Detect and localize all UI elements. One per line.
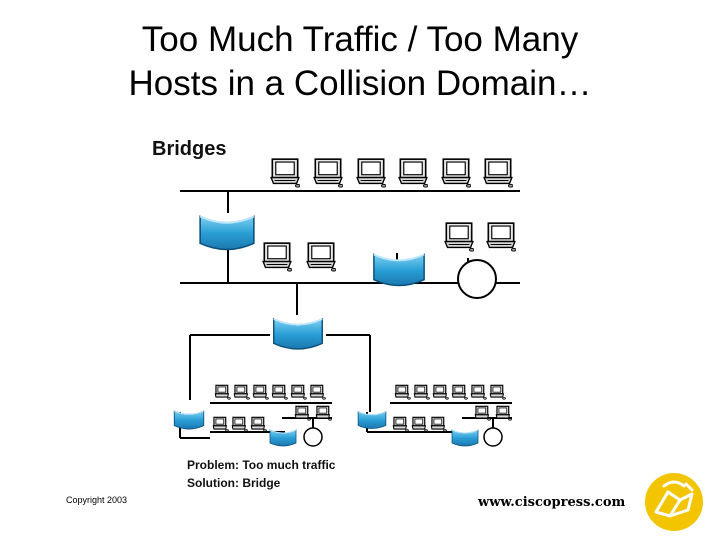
pc-icon [214, 384, 231, 400]
diagram-heading: Bridges [152, 138, 226, 160]
token-ring-bottom-right [483, 427, 503, 447]
slide-title-line-2: Hosts in a Collision Domain… [128, 64, 592, 103]
pc-icon [441, 158, 471, 188]
pc-icon [270, 158, 300, 188]
pc-icon [309, 384, 326, 400]
pc-icon [315, 405, 332, 421]
pc-icon [495, 405, 512, 421]
pc-icon [233, 384, 250, 400]
pc-icon [392, 416, 409, 432]
pc-icon [444, 222, 474, 252]
pc-icon [271, 384, 288, 400]
token-rings [303, 259, 503, 447]
pc-icon [474, 405, 491, 421]
bridges-heading: Bridges [152, 138, 226, 160]
pc-icon [413, 384, 430, 400]
slide-title-line-1: Too Much Traffic / Too Many [141, 20, 579, 59]
pc-icon [306, 242, 336, 272]
pc-icon [294, 405, 311, 421]
pc-icon [250, 416, 267, 432]
pc-icon [411, 416, 428, 432]
bridge-lower-left [173, 410, 205, 430]
pc-icon [430, 416, 447, 432]
token-ring-top [457, 259, 497, 299]
pc-icon [262, 242, 292, 272]
pc-icon [356, 158, 386, 188]
pc-icon [290, 384, 307, 400]
bridge-top-right [372, 253, 426, 287]
pc-icon [212, 416, 229, 432]
pc-icon [398, 158, 428, 188]
bridge-center [272, 318, 324, 350]
diagram-caption: Problem: Too much traffic Solution: Brid… [187, 458, 336, 490]
copyright-text: Copyright 2003 [66, 495, 128, 505]
caption-solution: Solution: Bridge [187, 476, 281, 490]
publisher-logo-icon [645, 473, 703, 531]
pcs-top-segment [270, 158, 513, 188]
bridge-top-left [199, 215, 255, 251]
pc-icon [432, 384, 449, 400]
pc-icon [486, 222, 516, 252]
website-url: www.ciscopress.com [478, 495, 626, 510]
slide-title: Too Much Traffic / Too Many Hosts in a C… [0, 18, 720, 106]
pc-icon [489, 384, 506, 400]
pc-icon [313, 158, 343, 188]
bridge-lower-right [357, 410, 387, 430]
pc-icon [470, 384, 487, 400]
pc-icon [483, 158, 513, 188]
pc-icon [451, 384, 468, 400]
pc-icon [252, 384, 269, 400]
bridge-lower-right-small [451, 429, 479, 447]
pc-icon [231, 416, 248, 432]
caption-problem: Problem: Too much traffic [187, 458, 336, 472]
pc-icon [394, 384, 411, 400]
token-ring-bottom-left [303, 427, 323, 447]
